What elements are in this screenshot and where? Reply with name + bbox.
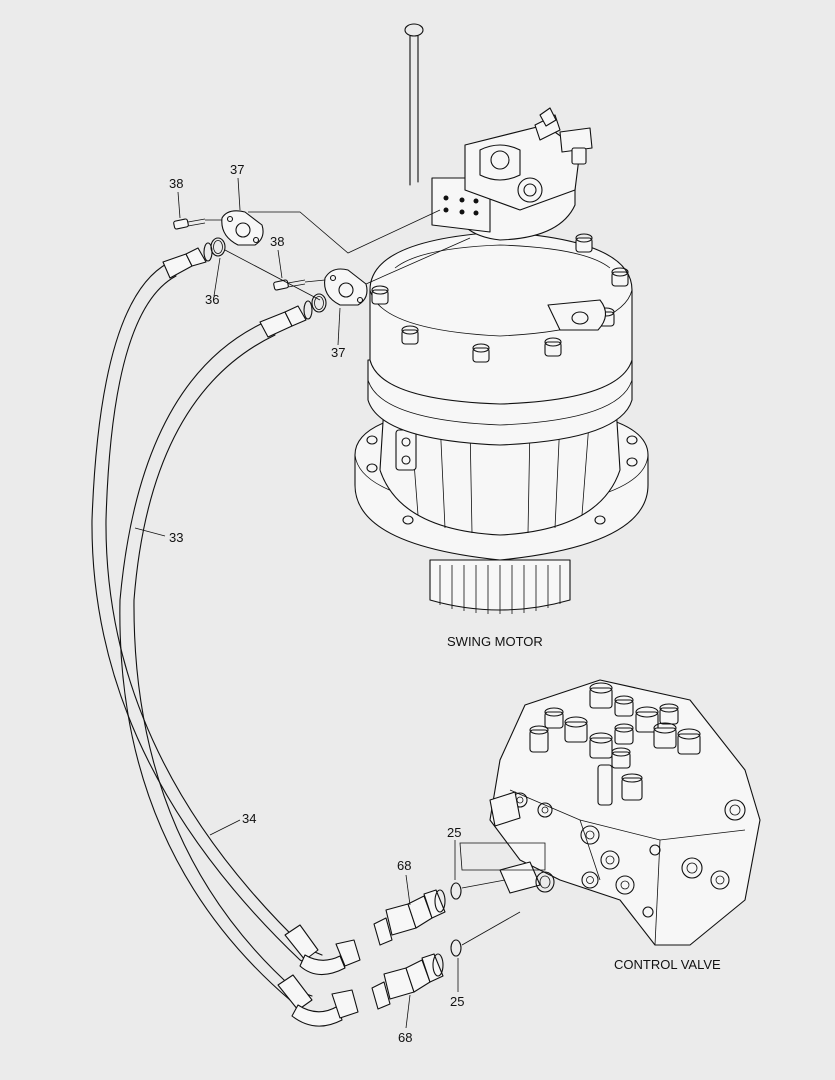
valve-ports — [512, 792, 746, 918]
part-number-37-upper: 37 — [230, 162, 244, 177]
upper-fitting-group — [173, 209, 471, 313]
split-flange-upper — [221, 210, 264, 246]
part-number-25-lower: 25 — [450, 994, 464, 1009]
bolt-upper — [173, 218, 206, 230]
motor-valve-block — [431, 107, 593, 241]
pinion-gear — [429, 559, 571, 614]
swing-motor-assembly — [354, 23, 649, 614]
o-ring-25-lower — [450, 939, 462, 957]
hose-33 — [91, 242, 361, 976]
part-number-34: 34 — [242, 811, 256, 826]
swing-motor-label: SWING MOTOR — [447, 634, 543, 649]
valve-spool-caps — [529, 682, 701, 806]
dipstick — [404, 23, 424, 186]
adapter-upper — [373, 889, 446, 946]
adapter-lower — [371, 953, 444, 1010]
hose-34 — [119, 300, 359, 1027]
control-valve-label: CONTROL VALVE — [614, 957, 721, 972]
part-number-37-lower: 37 — [331, 345, 345, 360]
part-number-38-upper: 38 — [169, 176, 183, 191]
control-valve-assembly — [459, 679, 761, 946]
part-number-33: 33 — [169, 530, 183, 545]
part-number-68-upper: 68 — [397, 858, 411, 873]
split-flange-lower — [324, 268, 368, 306]
part-number-68-lower: 68 — [398, 1030, 412, 1045]
bolt-lower — [273, 279, 306, 291]
motor-body — [369, 231, 633, 405]
leader-lines — [134, 177, 459, 1029]
part-number-38-lower: 38 — [270, 234, 284, 249]
part-number-36: 36 — [205, 292, 219, 307]
part-number-25-upper: 25 — [447, 825, 461, 840]
o-ring-lower — [311, 293, 327, 313]
o-ring-25-upper — [450, 882, 462, 900]
